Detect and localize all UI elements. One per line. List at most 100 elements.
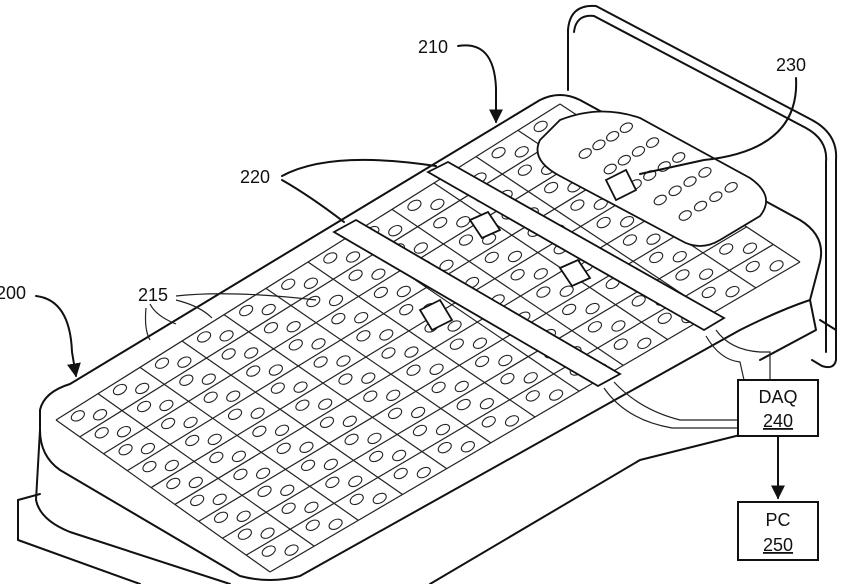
sensor-pad (227, 407, 244, 422)
sensor-pad (303, 500, 320, 515)
sensor-pad (507, 249, 524, 264)
sensor-pad (335, 354, 352, 369)
sensor-pad (533, 267, 550, 282)
sensor-pad (300, 458, 317, 473)
sensor-pad (610, 319, 627, 334)
sensor-pad (304, 518, 321, 533)
sensor-pad (724, 284, 741, 299)
sensor-pad (387, 406, 404, 421)
sensor-pad (355, 329, 372, 344)
sensor-pad (362, 389, 379, 404)
sensor-pad (353, 310, 370, 325)
sensor-pad (348, 492, 365, 507)
sensor-pad (285, 319, 302, 334)
sensor-pad (330, 311, 347, 326)
sensor-pad (268, 363, 285, 378)
sensor-pad (274, 423, 291, 438)
sensor-pad (92, 407, 109, 422)
sensor-pad (458, 233, 475, 248)
sensor-pad (270, 381, 287, 396)
sensor-pad (235, 509, 252, 524)
sensor-pad (453, 379, 470, 394)
sensor-pad (648, 250, 665, 265)
sensor-pad (218, 329, 235, 344)
sensor-pad (213, 510, 230, 525)
pc-box: PC 250 (738, 502, 818, 560)
sensor-pad (398, 302, 415, 317)
sensor-pad (275, 441, 292, 456)
sensor-pad (671, 249, 688, 264)
sensor-pad (298, 440, 315, 455)
sensor-pad (744, 259, 761, 274)
sensor-pad (436, 440, 453, 455)
sensor-pad (310, 337, 327, 352)
sensor-pad (480, 415, 497, 430)
sensor-pad (674, 268, 691, 283)
sensor-pad (371, 491, 388, 506)
sensor-pad (328, 293, 345, 308)
sensor-pad (360, 371, 377, 386)
sensor-pad (513, 145, 530, 160)
sensor-pad (305, 294, 322, 309)
sensor-pad (460, 439, 477, 454)
sensor-pad (416, 465, 433, 480)
sensor-pad (288, 338, 305, 353)
sensor-pad (279, 483, 296, 498)
sensor-pad (201, 372, 218, 387)
sensor-pad (136, 399, 153, 414)
sensor-pad (187, 475, 204, 490)
sensor-pad (164, 458, 181, 473)
sensor-pad (251, 424, 268, 439)
sensor-pad (225, 389, 242, 404)
sensor-pad (430, 380, 447, 395)
sensor-pad (391, 448, 408, 463)
sensor-pad (220, 347, 237, 362)
sensor-pad (117, 442, 134, 457)
sensor-pad (497, 353, 514, 368)
sensor-pad (595, 215, 612, 230)
sensor-pad (112, 382, 129, 397)
sensor-pad (280, 277, 297, 292)
sensor-pad (255, 466, 272, 481)
sensor-pad (396, 284, 413, 299)
sensor-pad (327, 517, 344, 532)
sensor-pad (312, 355, 329, 370)
sensor-pad (189, 493, 206, 508)
sensor-pad (370, 267, 387, 282)
sensor-pad (413, 241, 430, 256)
sensor-pad (368, 449, 385, 464)
sensor-pad (378, 328, 395, 343)
sensor-pad (303, 276, 320, 291)
sensor-pad (569, 198, 586, 213)
sensor-pad (499, 371, 516, 386)
sensor-pad (249, 406, 266, 421)
sensor-pad (323, 457, 340, 472)
sensor-pad (366, 431, 383, 446)
sensor-pad (208, 450, 225, 465)
sensor-pad (260, 302, 277, 317)
sensor-pad (237, 527, 254, 542)
sensor-pad (178, 373, 195, 388)
sensor-pad (184, 433, 201, 448)
sensor-pad (428, 362, 445, 377)
sensor-pad (343, 432, 360, 447)
sensor-pad (231, 449, 248, 464)
sensor-pad (263, 320, 280, 335)
sensor-pad (698, 267, 715, 282)
sensor-pad (206, 432, 223, 447)
sensor-pad (141, 459, 158, 474)
daq-box: DAQ 240 (738, 380, 818, 436)
sensor-pad (410, 405, 427, 420)
pc-name: PC (765, 510, 790, 530)
sensor-pad (259, 526, 276, 541)
sensor-pad (238, 303, 255, 318)
sensor-pad (449, 337, 466, 352)
sensor-pad (283, 543, 300, 558)
sensor-pad (116, 424, 133, 439)
grid-line (140, 367, 358, 520)
sensor-pad (342, 414, 359, 429)
sensor-pad (211, 492, 228, 507)
sensor-pad (256, 484, 273, 499)
sensor-pad (345, 250, 362, 265)
sensor-pad (455, 214, 472, 229)
